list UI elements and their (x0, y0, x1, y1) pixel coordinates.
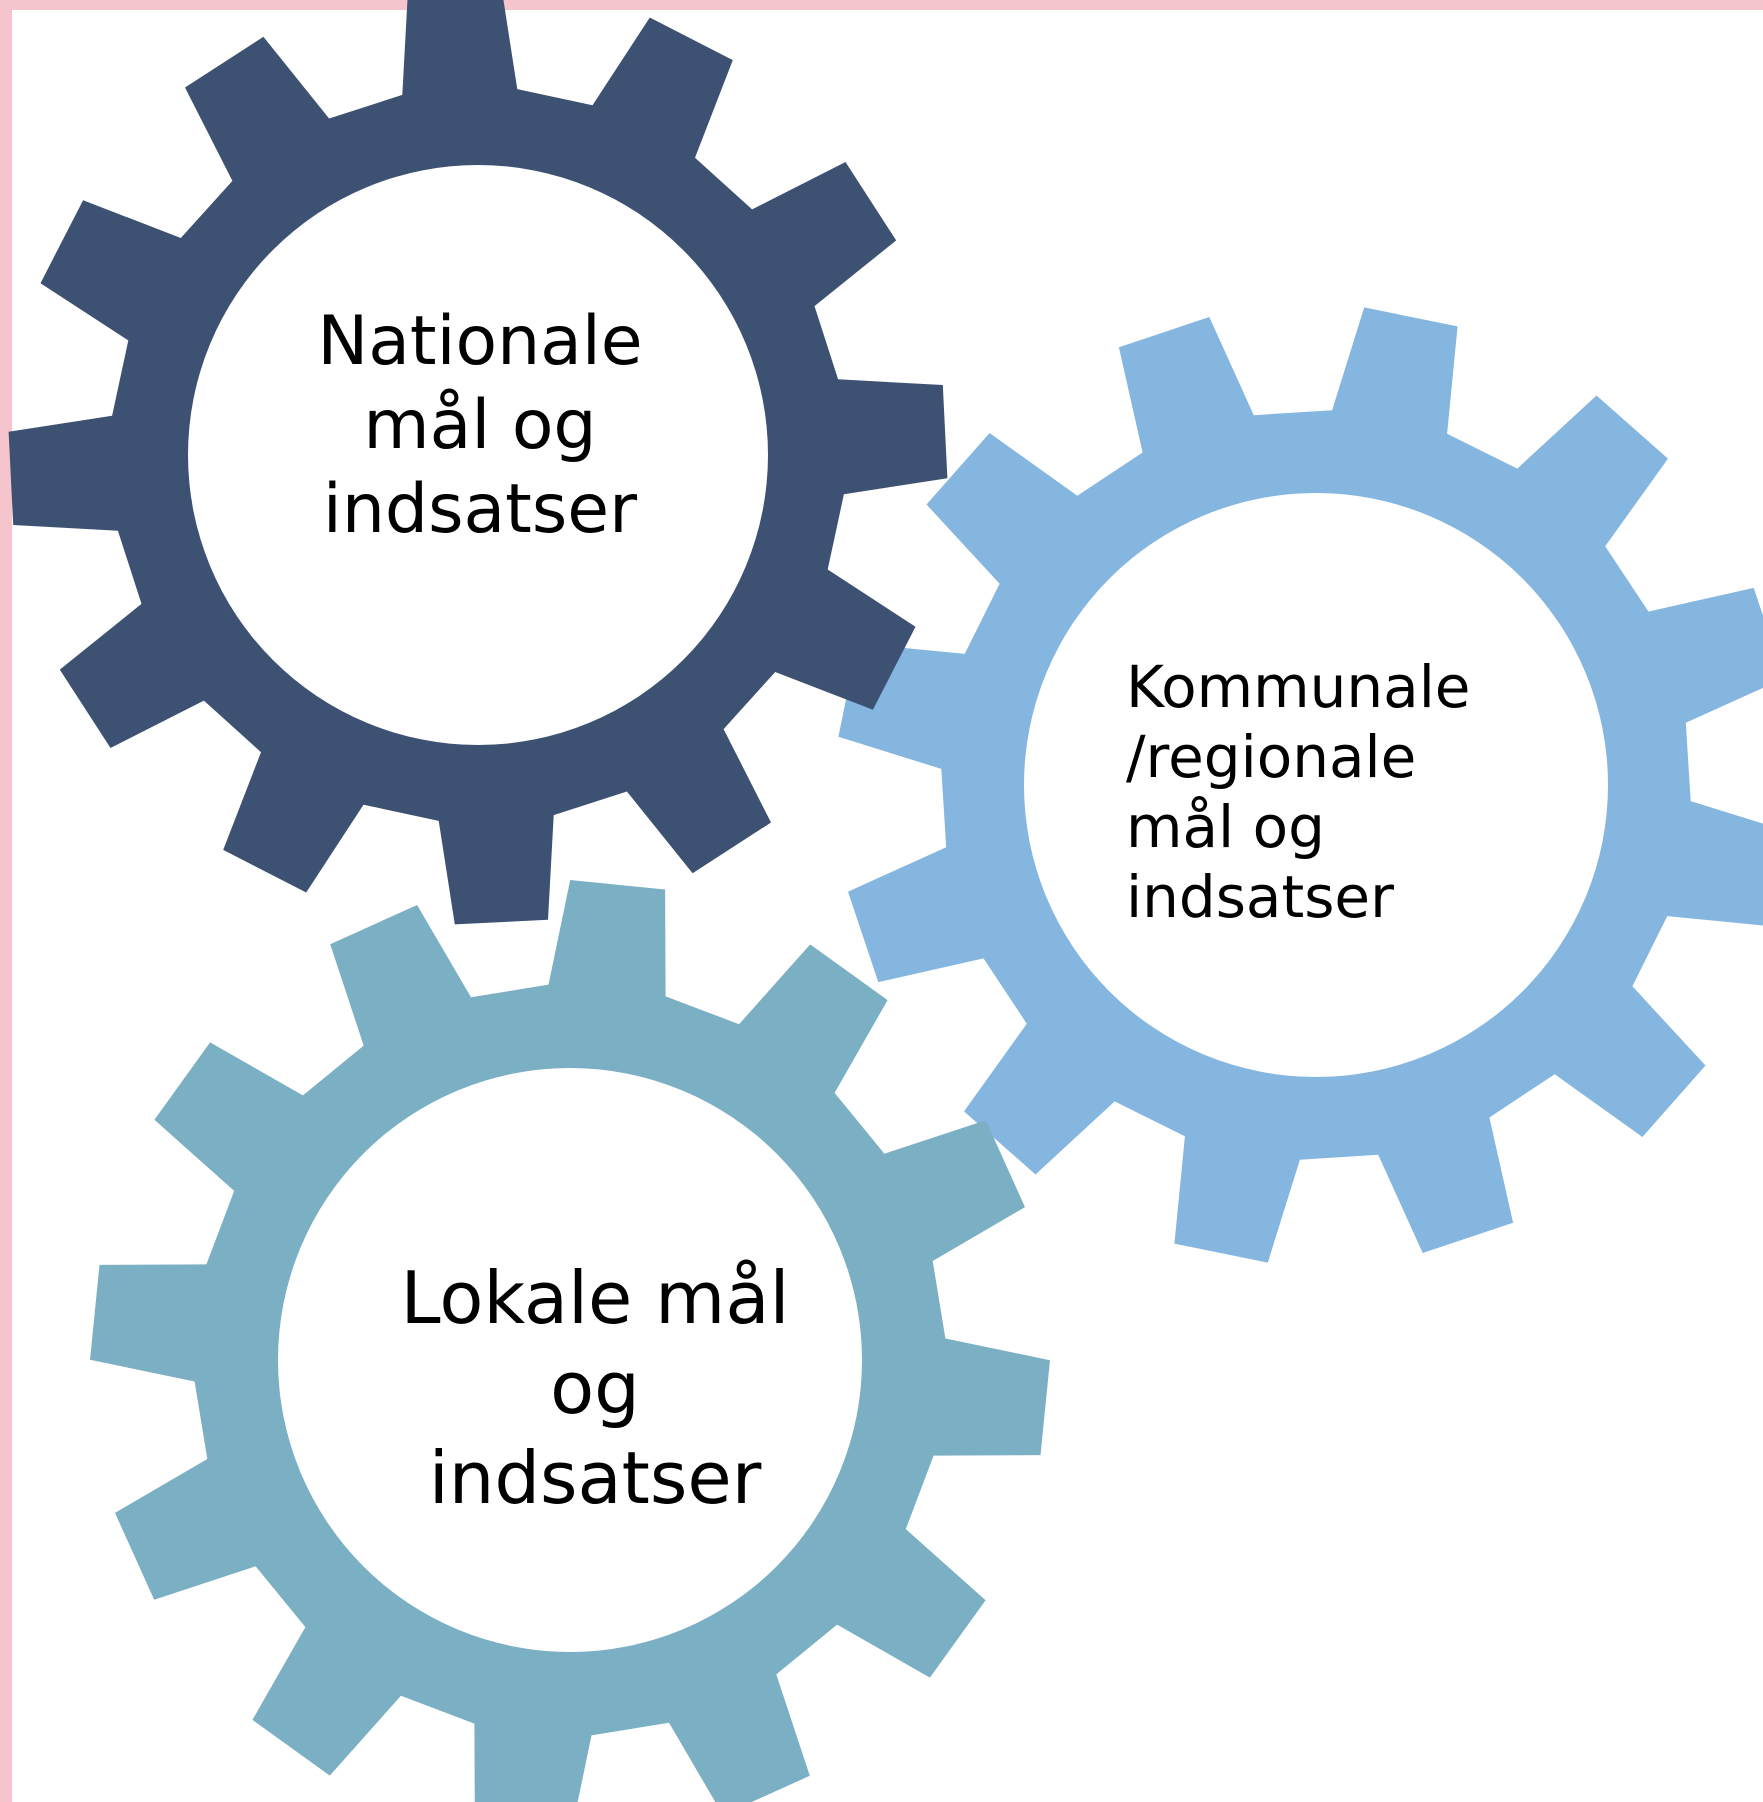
gear-kommunal-label: Kommunale /regionale mål og indsatser (1126, 653, 1471, 931)
gear-lokal-hub (278, 1068, 862, 1652)
gear-kommunal (838, 307, 1763, 1263)
gear-national (8, 0, 948, 925)
gear-kommunal-hub (1024, 493, 1608, 1077)
gear-lokal-label: Lokale mål og indsatser (400, 1256, 790, 1520)
gear-national-hub (188, 165, 768, 745)
gear-national-label: Nationale mål og indsatser (317, 302, 643, 549)
gear-lokal (90, 880, 1050, 1802)
